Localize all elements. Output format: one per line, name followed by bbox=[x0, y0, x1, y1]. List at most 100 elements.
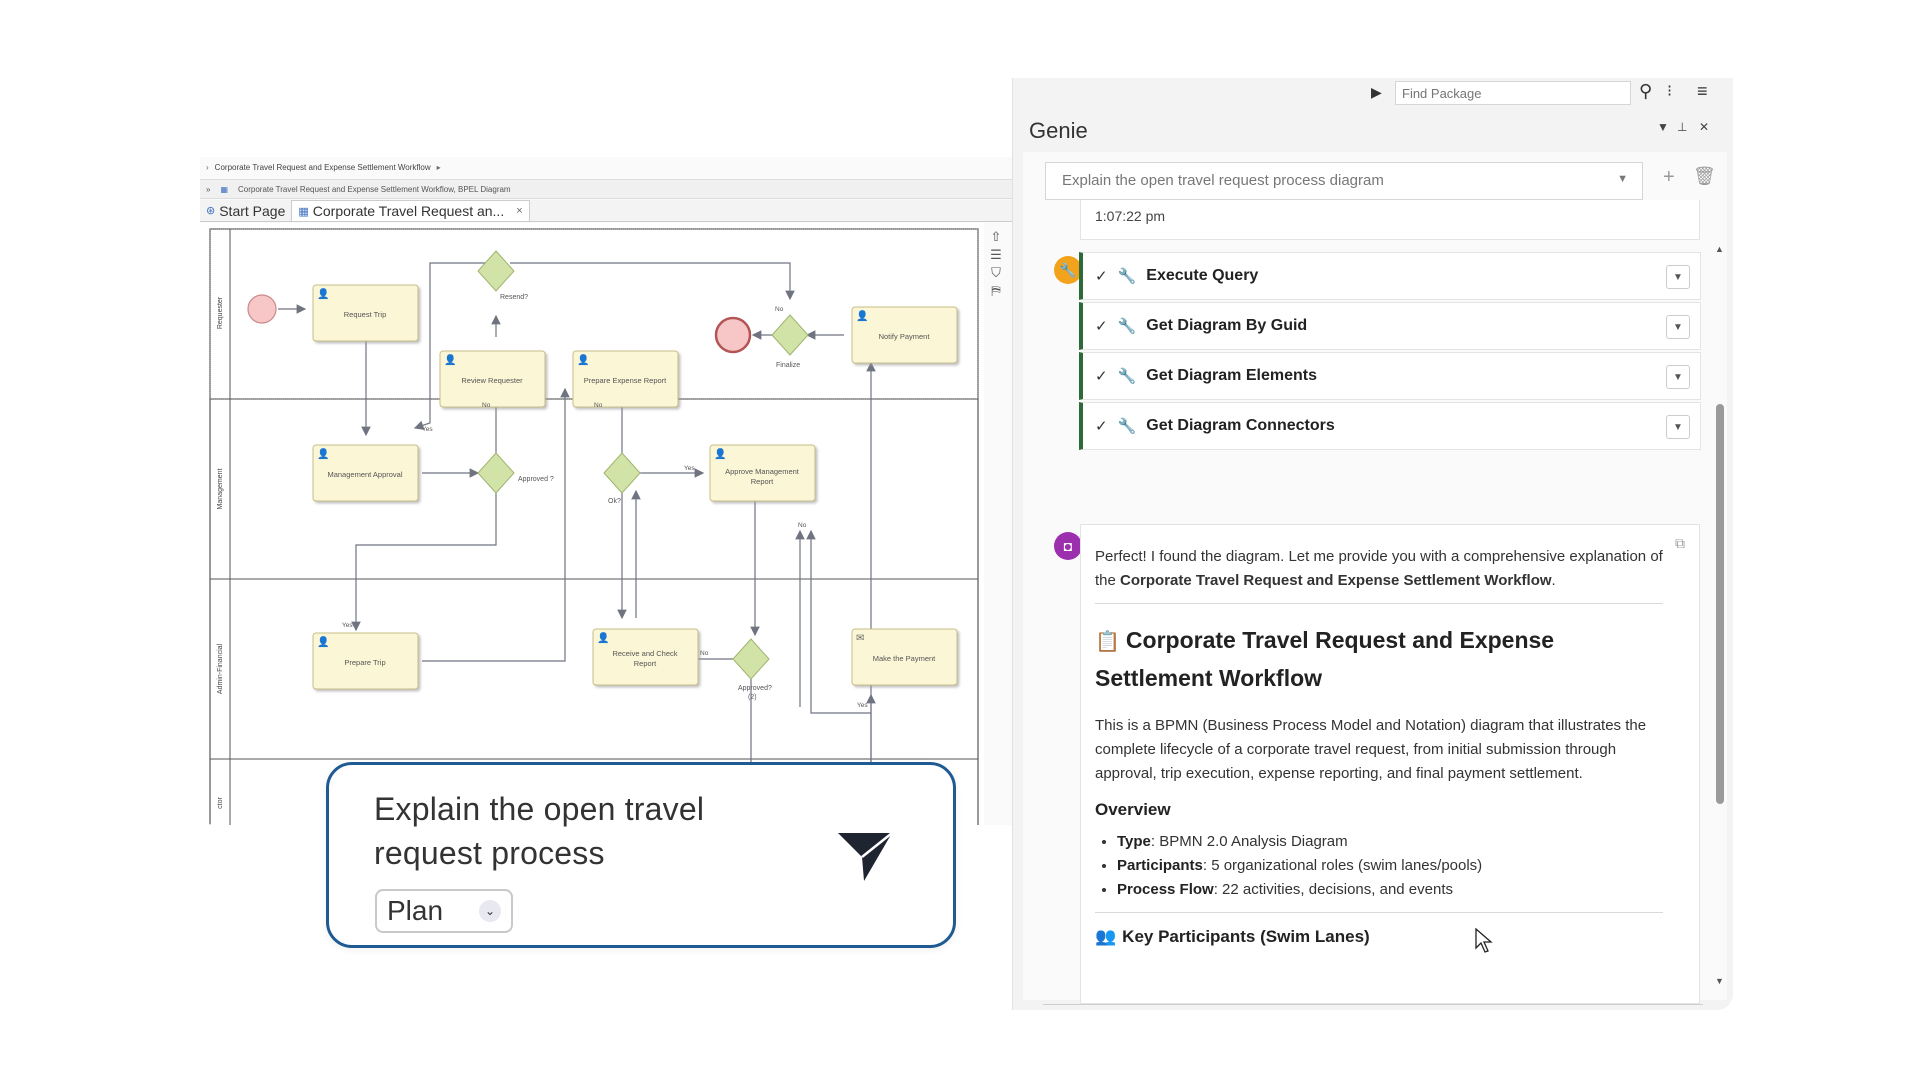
diagram-canvas[interactable]: Requester Management Admin-Financial cto… bbox=[200, 223, 984, 825]
trash-icon[interactable]: 🗑 bbox=[1693, 166, 1716, 186]
hierarchy-icon[interactable]: ⁝ bbox=[1667, 83, 1673, 100]
task-prepare-trip[interactable] bbox=[312, 632, 419, 690]
task-label: Report bbox=[634, 659, 657, 668]
gateway-label: Resend? bbox=[500, 294, 528, 301]
breadcrumb-expand-icon[interactable]: ▸ bbox=[436, 162, 441, 172]
conversation-select-value: Explain the open travel request process … bbox=[1062, 172, 1384, 189]
flow-label: Yes bbox=[422, 426, 433, 433]
chevron-down-icon: ⌄ bbox=[479, 900, 501, 922]
tab-label: Corporate Travel Request an... bbox=[312, 203, 505, 219]
send-button[interactable] bbox=[834, 823, 898, 887]
gateway-approved-2[interactable] bbox=[732, 638, 770, 680]
copy-icon[interactable]: ⧉ bbox=[1675, 535, 1685, 551]
check-circle-icon: ✓ bbox=[1095, 418, 1108, 435]
chevron-down-icon[interactable]: ▼ bbox=[1666, 415, 1690, 439]
assistant-message: ⧉ Perfect! I found the diagram. Let me p… bbox=[1080, 524, 1700, 1004]
diagram-type-icon: ▦ bbox=[220, 184, 229, 194]
tool-call-row[interactable]: ✓ 🔧 Get Diagram Elements ▼ bbox=[1079, 352, 1701, 400]
add-icon[interactable]: + bbox=[1663, 166, 1675, 188]
double-chevron-icon[interactable]: » bbox=[206, 184, 211, 194]
close-icon[interactable]: × bbox=[516, 205, 523, 217]
task-label: Notify Payment bbox=[879, 332, 931, 341]
breadcrumb-arrow-icon: › bbox=[206, 162, 209, 172]
scroll-down-arrow-icon[interactable]: ▼ bbox=[1715, 976, 1724, 986]
task-review-requester[interactable] bbox=[439, 350, 546, 408]
pin-icon[interactable]: ⊥ bbox=[1677, 120, 1688, 134]
tool-name: Get Diagram By Guid bbox=[1146, 317, 1308, 334]
svg-text:👤: 👤 bbox=[317, 287, 329, 300]
clipboard-icon: 📋 bbox=[1095, 631, 1120, 653]
document-tab-bar: ⊛ Start Page ▦ Corporate Travel Request … bbox=[200, 200, 1012, 222]
svg-text:👤: 👤 bbox=[444, 353, 456, 366]
reply-description: This is a BPMN (Business Process Model a… bbox=[1095, 717, 1647, 782]
task-management-approval[interactable] bbox=[312, 444, 419, 502]
task-request-trip[interactable] bbox=[312, 284, 419, 342]
breadcrumb-item[interactable]: Corporate Travel Request and Expense Set… bbox=[214, 162, 431, 172]
tool-call-row[interactable]: ✓ 🔧 Get Diagram By Guid ▼ bbox=[1079, 302, 1701, 350]
svg-text:👤: 👤 bbox=[317, 447, 329, 460]
find-package-input[interactable] bbox=[1395, 81, 1631, 105]
gateway-label: (2) bbox=[748, 694, 757, 701]
gateway-resend[interactable] bbox=[477, 250, 515, 292]
task-label: Management Approval bbox=[327, 470, 402, 479]
task-approve-management-report[interactable] bbox=[709, 444, 816, 502]
tab-travel-diagram[interactable]: ▦ Corporate Travel Request an... × bbox=[291, 200, 530, 221]
close-icon[interactable]: ✕ bbox=[1699, 120, 1710, 134]
sequence-flows bbox=[278, 262, 876, 825]
lane-label-admin-financial: Admin-Financial bbox=[217, 643, 224, 694]
divider bbox=[1095, 603, 1663, 604]
filter-icon[interactable]: ⛉ bbox=[991, 265, 1001, 280]
gateways bbox=[477, 250, 809, 680]
task-label: Request Trip bbox=[344, 310, 387, 319]
scroll-up-arrow-icon[interactable]: ▲ bbox=[1715, 244, 1724, 254]
wrench-icon: 🔧 bbox=[1117, 418, 1137, 435]
tab-start-page[interactable]: ⊛ Start Page bbox=[200, 200, 291, 221]
prompt-input[interactable]: Explain the open travel request process bbox=[374, 791, 705, 871]
breadcrumb: › Corporate Travel Request and Expense S… bbox=[200, 157, 1012, 177]
arrow-up-icon[interactable]: ⇧ bbox=[990, 229, 1002, 244]
start-event[interactable] bbox=[247, 294, 277, 324]
svg-text:👤: 👤 bbox=[597, 631, 609, 644]
task-label: Make the Payment bbox=[873, 654, 936, 663]
overview-list: Type: BPMN 2.0 Analysis Diagram Particip… bbox=[1095, 830, 1663, 902]
task-make-payment[interactable] bbox=[851, 628, 958, 686]
tool-avatar-icon: 🔧 bbox=[1054, 256, 1082, 284]
bookmark-icon[interactable]: ⛿ bbox=[991, 283, 1001, 298]
task-prepare-expense-report[interactable] bbox=[572, 350, 679, 408]
list-item: Process Flow: 22 activities, decisions, … bbox=[1117, 878, 1663, 902]
chevron-down-icon[interactable]: ▼ bbox=[1666, 365, 1690, 389]
play-icon[interactable]: ▶ bbox=[1371, 84, 1382, 100]
message-card: 1:07:22 pm bbox=[1080, 200, 1700, 240]
mode-select-value: Plan bbox=[387, 895, 444, 926]
gateway-finalize[interactable] bbox=[771, 314, 809, 356]
mode-select[interactable]: Plan ⌄ bbox=[375, 889, 513, 933]
task-notify-payment[interactable] bbox=[851, 306, 958, 364]
flow-label: Yes bbox=[684, 465, 695, 472]
tool-call-row[interactable]: ✓ 🔧 Get Diagram Connectors ▼ bbox=[1079, 402, 1701, 450]
gateway-label: Finalize bbox=[776, 362, 800, 369]
tool-call-row[interactable]: ✓ 🔧 Execute Query ▼ bbox=[1079, 252, 1701, 300]
scrollbar-thumb[interactable] bbox=[1716, 404, 1724, 804]
wrench-icon: 🔧 bbox=[1117, 268, 1137, 285]
chevron-down-icon[interactable]: ▼ bbox=[1666, 265, 1690, 289]
search-icon[interactable]: ⚲ bbox=[1639, 81, 1653, 101]
gateway-ok[interactable] bbox=[603, 452, 641, 494]
gateway-approved[interactable] bbox=[477, 452, 515, 494]
menu-icon[interactable]: ≡ bbox=[1697, 81, 1708, 101]
conversation-select[interactable]: Explain the open travel request process … bbox=[1045, 162, 1643, 200]
end-event[interactable] bbox=[714, 316, 752, 354]
lane-label-ctor: ctor bbox=[217, 796, 224, 808]
assistant-message-content: Perfect! I found the diagram. Let me pro… bbox=[1095, 545, 1663, 957]
dropdown-arrow-icon: ▼ bbox=[1617, 173, 1628, 185]
reply-intro: Perfect! I found the diagram. Let me pro… bbox=[1095, 548, 1663, 589]
task-receive-check-report[interactable] bbox=[592, 628, 699, 686]
chevron-down-icon[interactable]: ▼ bbox=[1666, 315, 1690, 339]
list-icon[interactable]: ☰ bbox=[990, 247, 1002, 262]
reply-heading: 📋Corporate Travel Request and Expense Se… bbox=[1095, 627, 1555, 691]
chevron-down-icon[interactable]: ▼ bbox=[1657, 120, 1669, 134]
flow-label: No bbox=[594, 402, 603, 409]
chat-scrollbar[interactable]: ▲ ▼ bbox=[1715, 244, 1725, 992]
flow-label: Yes bbox=[342, 622, 353, 629]
diagram-side-toolbar: ⇧ ☰ ⛉ ⛿ bbox=[986, 229, 1006, 299]
check-circle-icon: ✓ bbox=[1095, 318, 1108, 335]
